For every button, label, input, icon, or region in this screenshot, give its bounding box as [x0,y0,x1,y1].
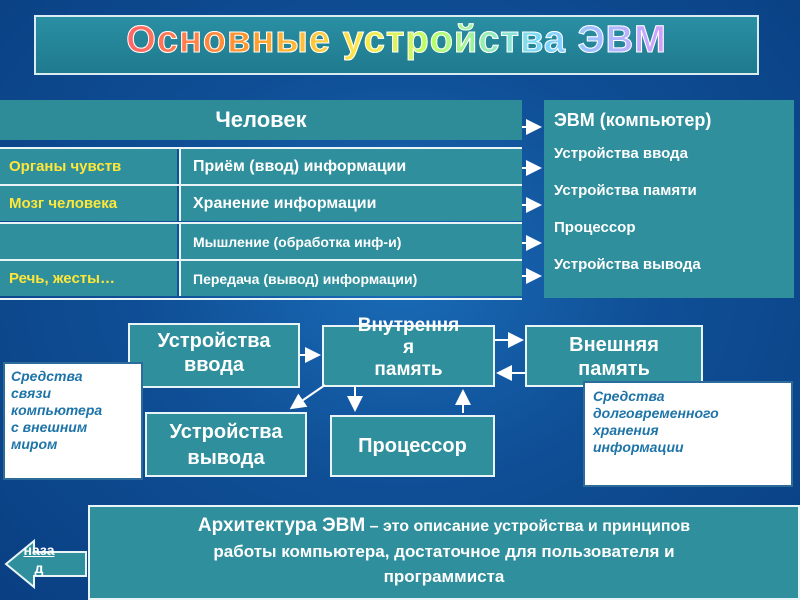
computer-item: Устройства ввода [554,145,688,162]
page-title: Основные устройства ЭВМ [34,10,759,70]
processor-box: Процессор [330,415,495,477]
function-cell: Хранение информации [179,186,522,221]
external-line1: Внешняя [569,334,659,356]
memory-to-output-arrow [289,384,326,410]
note-line: Средства [11,368,83,384]
organ-cell: Мозг человека [0,186,177,221]
computer-panel: ЭВМ (компьютер) Устройства ввода Устройс… [544,100,794,298]
architecture-line2: работы компьютера, достаточное для польз… [213,542,675,561]
note-long-term-storage: Средства долговременного хранения информ… [583,381,793,487]
function-cell: Передача (вывод) информации) [179,261,522,296]
note-line: компьютера [11,402,103,418]
computer-item: Устройства памяти [554,182,697,199]
input-line2: ввода [183,354,245,376]
mapping-arrow [522,119,542,284]
note-line: Средства [593,388,665,404]
human-row: Мозг человека Хранение информации [0,184,522,221]
back-arrow-icon[interactable] [4,538,88,590]
human-row: Мышление (обработка инф-и) [0,222,522,259]
back-line1[interactable]: наза [23,542,55,558]
organ-cell [0,224,177,259]
architecture-definition: Архитектура ЭВМ – это описание устройств… [88,505,800,600]
note-line: долговременного [593,405,719,421]
output-line1: Устройства [169,421,283,443]
organ-cell: Органы чувств [0,149,177,184]
table-divider [0,298,522,300]
human-header: Человек [0,100,522,140]
note-line: хранения [593,422,659,438]
architecture-rest: – это описание устройства и принципов [365,518,691,535]
note-line: с внешним [11,419,88,435]
external-line2: память [578,358,650,380]
human-row: Органы чувств Приём (ввод) информации [0,147,522,184]
human-row: Речь, жесты… Передача (вывод) информации… [0,259,522,296]
external-memory-box: Внешняя память [525,325,703,387]
computer-item: Устройства вывода [554,256,701,273]
memory-line1: Внутрення [357,315,460,336]
input-devices-box: Устройства ввода [128,323,300,388]
function-cell: Приём (ввод) информации [179,149,522,184]
note-line: связи [11,385,51,401]
memory-line2: я [402,337,415,358]
title-banner [34,15,759,75]
output-line2: вывода [187,447,265,469]
memory-line3: память [374,359,443,380]
architecture-line1: Архитектура ЭВМ – это описание устройств… [90,513,798,539]
computer-item: Процессор [554,219,636,236]
back-line2[interactable]: д [34,560,44,576]
architecture-line3: программиста [383,567,505,586]
output-devices-box: Устройства вывода [145,412,307,477]
back-link[interactable]: наза д [14,541,64,585]
function-cell: Мышление (обработка инф-и) [179,224,522,259]
note-line: миром [11,436,58,452]
input-line1: Устройства [157,330,271,352]
computer-title: ЭВМ (компьютер) [554,110,712,130]
internal-memory-box: Внутрення я память [322,315,495,387]
organ-cell: Речь, жесты… [0,261,177,296]
note-line: информации [593,439,684,455]
architecture-term: Архитектура ЭВМ [197,515,366,536]
note-external-communication: Средства связи компьютера с внешним миро… [3,362,143,480]
